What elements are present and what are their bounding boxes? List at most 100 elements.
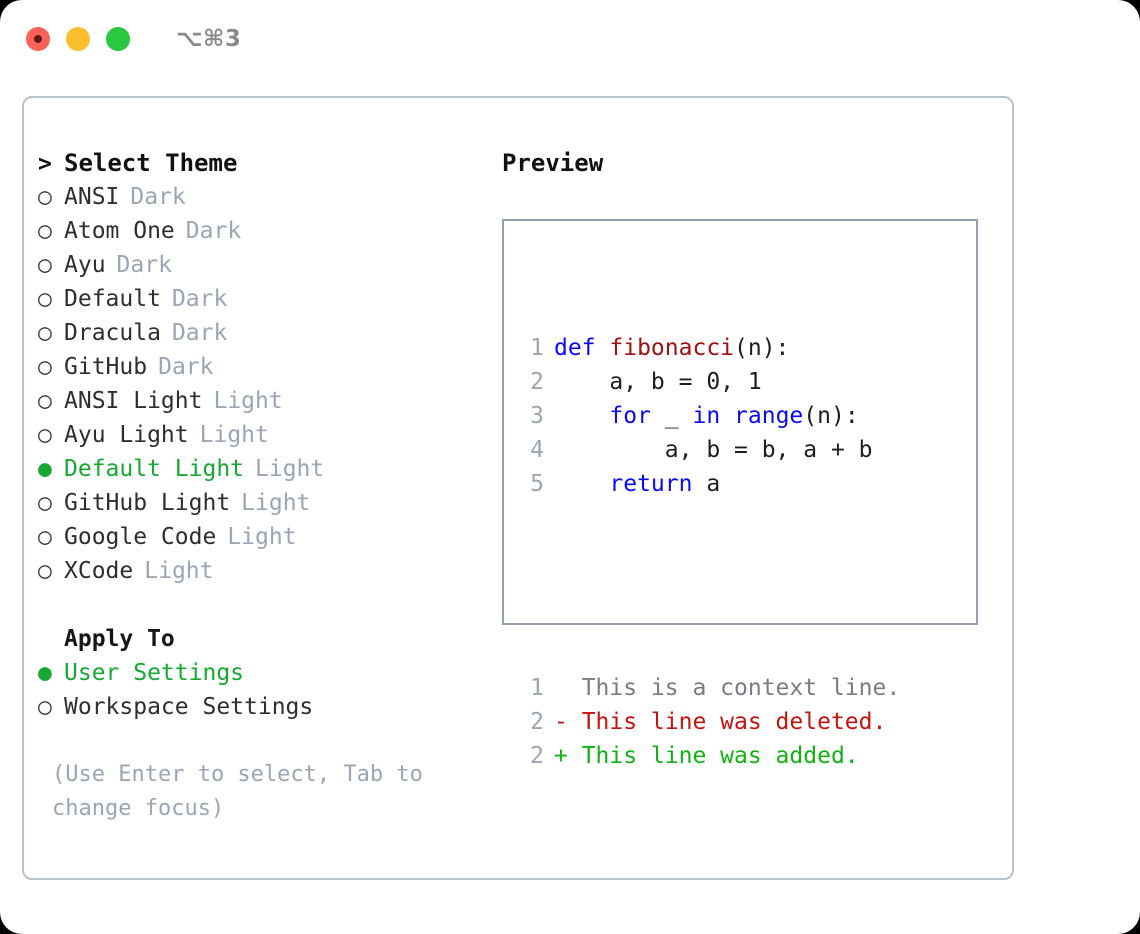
line-number: 4 — [530, 437, 544, 463]
radio-selected-icon: ● — [38, 660, 52, 686]
line-number: 2 — [530, 369, 544, 395]
code-line-text: a, b = b, a + b — [554, 433, 873, 467]
line-number: 5 — [530, 471, 544, 497]
maximize-button[interactable] — [106, 27, 130, 51]
radio-unselected-icon: ○ — [38, 320, 52, 346]
code-token: in — [692, 403, 721, 429]
radio-unselected-icon: ○ — [38, 184, 52, 210]
code-line: 2 a, b = 0, 1 — [516, 365, 900, 399]
diff-line: 1 This is a context line. — [516, 671, 900, 705]
radio-unselected-icon: ○ — [38, 524, 52, 550]
code-line-text: return a — [554, 467, 720, 501]
theme-option-label: Dracula — [64, 320, 161, 346]
theme-variant-badge: Light — [213, 388, 283, 414]
radio-selected-icon: ● — [38, 456, 52, 482]
code-line: 3 for _ in range(n): — [516, 399, 900, 433]
theme-variant-badge: Light — [199, 422, 269, 448]
code-line: 4 a, b = b, a + b — [516, 433, 900, 467]
code-token: for — [609, 403, 651, 429]
theme-variant-badge: Dark — [185, 218, 242, 244]
apply-to-option-label: User Settings — [64, 660, 245, 686]
line-number: 3 — [530, 403, 544, 429]
theme-option-label: ANSI Light — [64, 388, 203, 414]
radio-unselected-icon: ○ — [38, 388, 52, 414]
line-number: 1 — [530, 675, 544, 701]
theme-option-ansi[interactable]: ○ ANSI Dark — [38, 180, 488, 214]
theme-option-atom-one[interactable]: ○ Atom One Dark — [38, 214, 488, 248]
code-token: range — [734, 403, 804, 429]
code-token: return — [609, 471, 693, 497]
theme-variant-badge: Light — [241, 490, 311, 516]
theme-option-dracula[interactable]: ○ Dracula Dark — [38, 316, 488, 350]
radio-unselected-icon: ○ — [38, 558, 52, 584]
close-button[interactable] — [26, 27, 50, 51]
code-token: a, b = b, a + b — [554, 437, 873, 463]
theme-option-label: Ayu Light — [64, 422, 189, 448]
apply-to-list: ● User Settings ○Workspace Settings — [38, 656, 488, 724]
window-title: ⌥⌘3 — [176, 26, 242, 52]
code-token: def — [554, 335, 610, 361]
theme-option-label: Atom One — [64, 218, 175, 244]
theme-variant-badge: Dark — [116, 252, 172, 278]
apply-to-indent — [38, 622, 64, 656]
prompt-caret-icon: > — [38, 151, 52, 177]
select-theme-header: > Select Theme — [38, 146, 488, 180]
apply-to-title: Apply To — [64, 626, 175, 652]
diff-line-text: This is a context line. — [554, 675, 901, 701]
keyboard-hint: (Use Enter to select, Tab to change focu… — [52, 762, 437, 821]
theme-variant-badge: Dark — [158, 354, 214, 380]
list-spacer — [38, 588, 488, 622]
radio-unselected-icon: ○ — [38, 252, 52, 278]
code-token — [554, 471, 609, 497]
minimize-button[interactable] — [66, 27, 90, 51]
line-number: 1 — [530, 335, 544, 361]
radio-unselected-icon: ○ — [38, 218, 52, 244]
theme-option-ansi-light[interactable]: ○ ANSI Light Light — [38, 384, 488, 418]
preview-title: Preview — [502, 149, 604, 177]
code-diff-gap — [516, 569, 900, 603]
theme-option-label: GitHub Light — [64, 490, 231, 516]
line-number: 2 — [530, 743, 544, 769]
theme-variant-badge: Dark — [130, 184, 186, 210]
theme-option-label: XCode — [64, 558, 134, 584]
theme-option-ayu[interactable]: ○ Ayu Dark — [38, 248, 488, 282]
theme-option-label: Default Light — [64, 456, 245, 482]
apply-to-option-workspace-settings[interactable]: ○Workspace Settings — [38, 690, 488, 724]
code-line-text: for _ in range(n): — [554, 399, 859, 433]
theme-option-xcode[interactable]: ○ XCode Light — [38, 554, 488, 588]
line-number: 2 — [530, 709, 544, 735]
theme-option-label: Google Code — [64, 524, 217, 550]
code-token: (n): — [803, 403, 859, 429]
theme-variant-badge: Dark — [171, 320, 228, 346]
diff-line: 2- This line was deleted. — [516, 705, 900, 739]
code-token — [720, 403, 734, 429]
theme-variant-badge: Light — [144, 558, 214, 584]
theme-option-label: ANSI — [64, 184, 120, 210]
code-token: a, b = 0, 1 — [554, 369, 762, 395]
title-bar: ⌥⌘3 — [0, 0, 1140, 78]
code-token — [554, 403, 609, 429]
radio-unselected-icon: ○ — [38, 286, 52, 312]
theme-option-label: Ayu — [64, 252, 106, 278]
code-token: _ — [650, 403, 693, 429]
traffic-light-group — [26, 27, 130, 51]
diff-line-text: + This line was added. — [554, 743, 859, 769]
radio-unselected-icon: ○ — [38, 354, 52, 380]
apply-to-option-user-settings[interactable]: ● User Settings — [38, 656, 488, 690]
code-token: (n): — [734, 335, 790, 361]
diff-line: 2 + This line was added. — [516, 739, 900, 773]
